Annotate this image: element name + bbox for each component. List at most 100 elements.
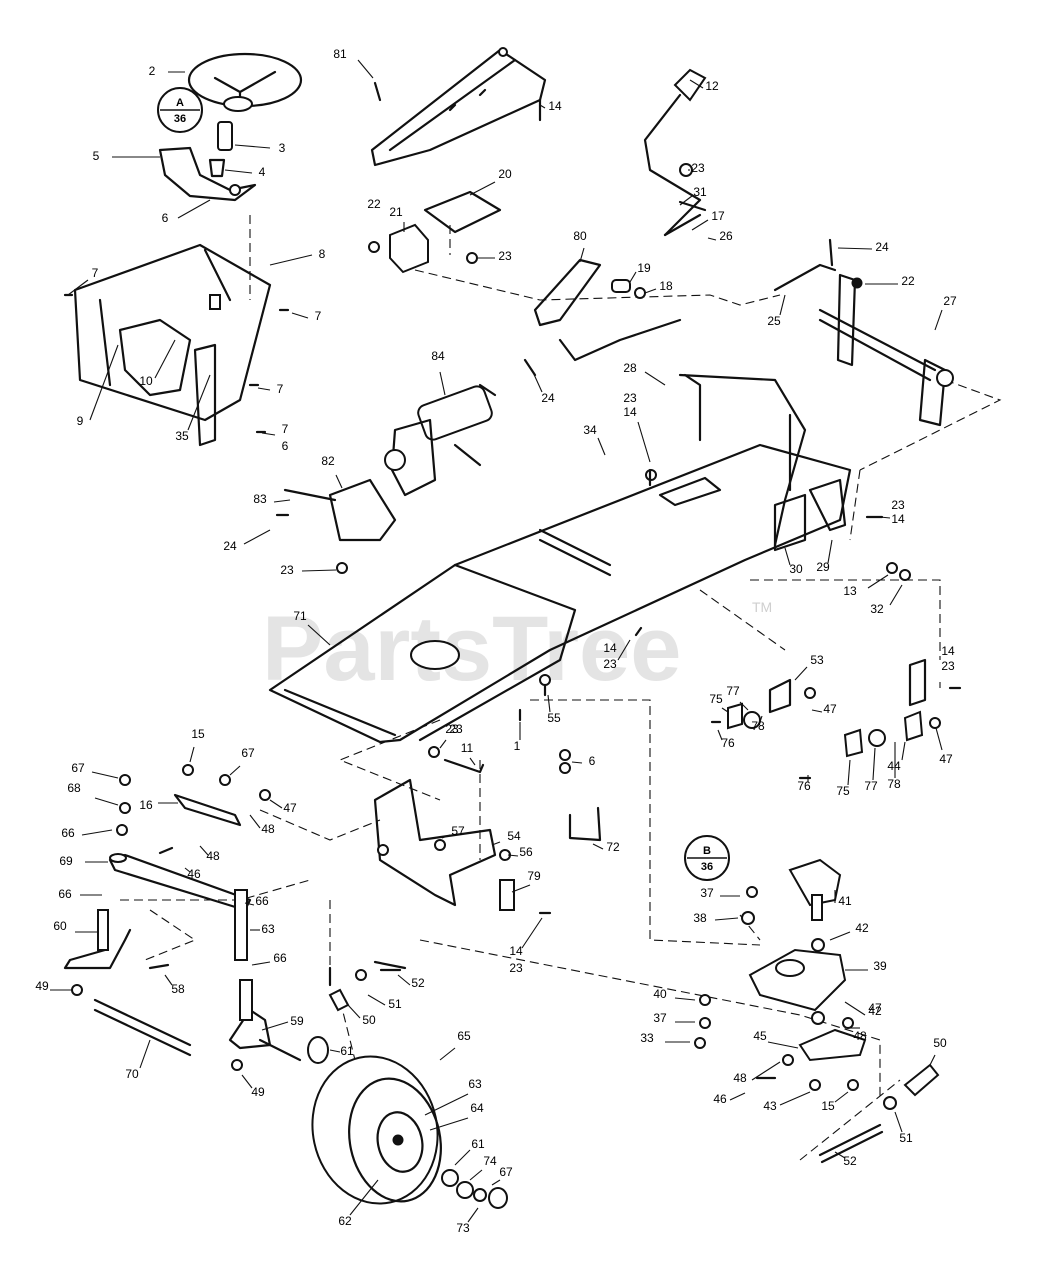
part-number-label: 63 [468,1077,482,1091]
leader-line [867,574,889,589]
part-number-label: 23 [509,961,523,975]
part-number-label: 67 [241,746,255,760]
part-number-label: 41 [838,894,852,908]
part-number-label: 48 [261,822,275,836]
part-number-label: 3 [279,141,286,155]
leader-line [184,867,191,873]
leader-line [454,1149,471,1166]
part-number-label: 23 [603,657,617,671]
part-number-label: 46 [187,867,201,881]
part-number-label: 22 [901,274,915,288]
bracket-79 [499,879,515,911]
leader-line [429,1117,469,1131]
part-number-label: 14 [548,99,562,113]
leader-line [329,1049,341,1053]
part-number-label: 12 [705,79,719,93]
part-number-label: 48 [733,1071,747,1085]
leader-line [829,931,851,941]
part-number-label: 76 [797,779,811,793]
steering-wheel [187,52,303,112]
part-number-label: 67 [499,1165,513,1179]
leader-line [164,974,173,986]
part-number-label: 46 [713,1092,727,1106]
part-number-label: 16 [139,798,153,812]
part-number-label: 83 [253,492,267,506]
leader-line [751,1061,781,1081]
part-number-label: 33 [640,1031,654,1045]
leader-line [91,771,119,779]
part-number-label: 75 [709,692,723,706]
part-labels: 2345678791035776811420212223122331172680… [35,47,957,1235]
bracket-30 [773,478,847,552]
leader-line [629,271,637,283]
part-number-label: 22 [367,197,381,211]
brake-brackets [727,658,927,758]
leader-line [617,639,631,661]
spindle-60 [63,909,132,970]
part-number-label: 51 [899,1131,913,1145]
part-number-label: 59 [290,1014,304,1028]
part-number-label: 77 [864,779,878,793]
part-number-label: 14 [623,405,637,419]
part-number-label: 66 [61,826,75,840]
part-number-label: 49 [35,979,49,993]
leader-line [469,181,496,196]
leader-line [827,539,833,564]
callout-b: B 36 [684,835,730,881]
part-number-label: 68 [67,781,81,795]
leader-line [879,516,891,519]
leader-line [357,59,374,79]
part-number-label: 54 [507,829,521,843]
leader-line [811,709,823,713]
part-number-label: 53 [810,653,824,667]
callout-b-number: 36 [701,861,713,873]
part-number-label: 14 [603,641,617,655]
part-number-label: 29 [816,560,830,574]
part-number-label: 66 [273,951,287,965]
part-number-label: 44 [887,759,901,773]
part-number-label: 13 [843,584,857,598]
brake-shaft-27 [818,273,954,427]
shift-rod [558,263,837,362]
callout-b-letter: B [703,845,711,857]
leader-line [644,371,666,386]
leader-line [441,834,451,839]
part-number-label: 76 [721,736,735,750]
steering-shaft-parts [158,121,257,202]
part-number-label: 35 [175,429,189,443]
part-number-label: 80 [573,229,587,243]
leader-line [397,974,411,986]
part-number-label: 23 [445,722,459,736]
part-number-label: 49 [251,1085,265,1099]
leader-line [934,309,943,331]
leader-line [847,759,851,786]
leader-line [439,1047,456,1061]
leader-line [89,344,119,421]
part-number-label: 1 [514,739,521,753]
leader-line [261,1021,289,1031]
part-number-label: 24 [223,539,237,553]
part-number-label: 40 [653,987,667,1001]
leader-line [547,694,551,713]
leader-line [243,529,271,545]
leader-line [491,1179,501,1186]
part-number-label: 52 [843,1154,857,1168]
part-number-label: 55 [547,711,561,725]
leader-line [539,104,546,109]
part-number-label: 42 [855,921,869,935]
part-number-label: 27 [943,294,957,308]
callout-a-number: 36 [174,113,186,125]
seat-pan [370,47,547,167]
part-number-label: 23 [941,659,955,673]
part-number-label: 84 [431,349,445,363]
part-number-label: 21 [389,205,403,219]
leader-line [597,437,606,456]
leader-line [269,254,313,266]
leader-line [935,727,943,751]
lever-80 [533,258,631,327]
part-number-label: 43 [763,1099,777,1113]
leader-line [81,829,113,836]
leader-line [689,79,704,89]
